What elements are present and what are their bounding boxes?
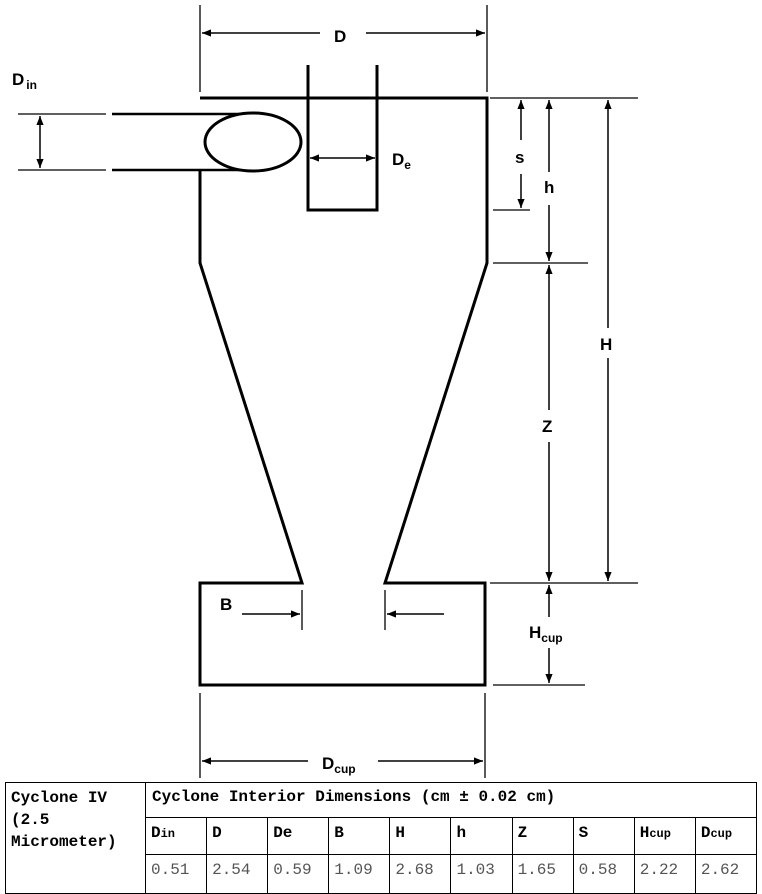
label-hcup: Hcup xyxy=(529,623,563,645)
column-name: h xyxy=(456,824,467,842)
label-h: h xyxy=(544,178,554,197)
table-value-cell: 1.03 xyxy=(450,854,513,894)
column-subscript: cup xyxy=(710,827,733,841)
column-name: Z xyxy=(517,824,528,842)
table-header-cell: Cyclone Interior Dimensions (cm ± 0.02 c… xyxy=(145,782,757,818)
table-column-header: Z xyxy=(511,817,574,855)
column-name: H xyxy=(395,824,405,842)
column-name: S xyxy=(578,824,589,842)
table-column-header: D xyxy=(206,817,269,855)
table-value-cell: 0.51 xyxy=(144,854,208,894)
column-name: D xyxy=(700,824,711,842)
table-column-header: H xyxy=(389,817,452,855)
extension-lines xyxy=(18,5,638,778)
column-subscript: in xyxy=(160,827,176,841)
column-name: De xyxy=(273,824,293,842)
table-value-cell: 2.22 xyxy=(633,854,696,894)
dimensions-table: Cyclone IV (2.5 Micrometer) Cyclone Inte… xyxy=(5,782,758,894)
table-value-cell: 0.58 xyxy=(572,854,635,894)
table-value-cell: 0.59 xyxy=(267,854,330,894)
label-z: Z xyxy=(542,417,552,436)
table-value-cell: 2.68 xyxy=(389,854,452,894)
dimension-arrows xyxy=(36,29,612,765)
table-column-header: Dcup xyxy=(694,817,758,855)
label-b: B xyxy=(220,595,232,614)
table-column-header: B xyxy=(328,817,391,855)
label-dcup: Dcup xyxy=(322,754,356,776)
table-column-header: De xyxy=(267,817,330,855)
column-subscript: cup xyxy=(649,827,671,841)
table-value-cell: 2.54 xyxy=(206,854,269,894)
cyclone-label-cell: Cyclone IV (2.5 Micrometer) xyxy=(5,782,146,894)
table-column-header: S xyxy=(572,817,635,855)
table-value-cell: 2.62 xyxy=(694,854,758,894)
label-H: H xyxy=(600,335,612,354)
label-de: De xyxy=(392,150,411,172)
column-name: H xyxy=(639,824,650,842)
table-column-header: h xyxy=(450,817,513,855)
column-name: D xyxy=(212,824,222,842)
table-header-row: Cyclone IV (2.5 Micrometer) Cyclone Inte… xyxy=(5,782,757,894)
table-column-header: Din xyxy=(144,817,208,855)
column-name: D xyxy=(151,824,161,842)
table-column-header: Hcup xyxy=(633,817,696,855)
table-value-cell: 1.09 xyxy=(328,854,391,894)
label-s: s xyxy=(515,148,524,167)
table-value-cell: 1.65 xyxy=(511,854,574,894)
label-d: D xyxy=(334,27,346,46)
cyclone-body-outline xyxy=(112,65,489,687)
column-name: B xyxy=(334,824,344,842)
